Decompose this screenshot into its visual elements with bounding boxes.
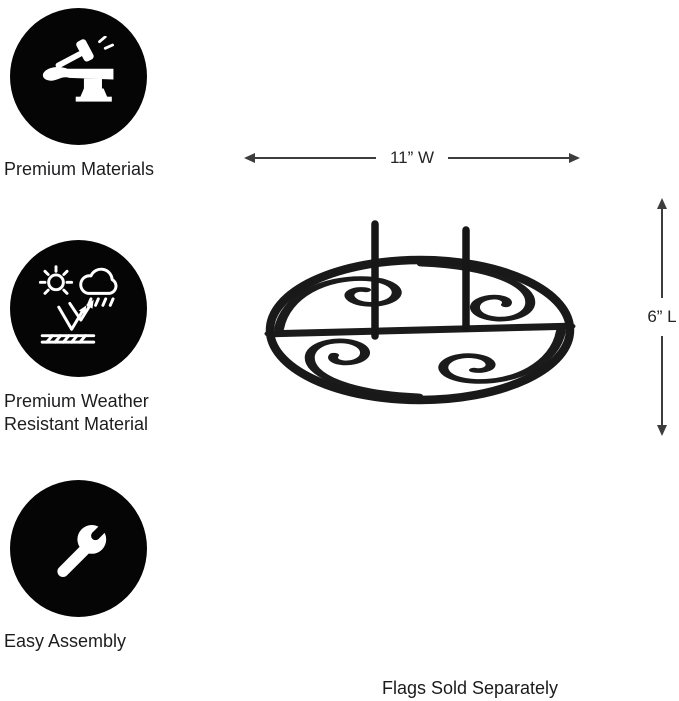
dimension-line: [661, 209, 663, 298]
flag-holder-base-image: [264, 220, 576, 405]
arrowhead-left-icon: [244, 153, 255, 163]
weather-resistant-icon: [38, 264, 117, 344]
feature-weather-resistant: Premium Weather Resistant Material: [4, 240, 194, 437]
feature-easy-assembly: Easy Assembly: [4, 480, 194, 653]
width-dimension-label: 11” W: [389, 148, 435, 167]
dimension-line: [661, 336, 663, 425]
feature-icon-circle: [10, 480, 147, 617]
feature-label: Premium Weather Resistant Material: [4, 391, 149, 435]
arrowhead-right-icon: [569, 153, 581, 163]
base-rim: [265, 255, 575, 405]
arrowhead-up-icon: [657, 198, 667, 209]
dimension-line: [255, 157, 376, 159]
dimension-line: [448, 157, 570, 159]
base-center-bar: [264, 322, 576, 338]
feature-icon-circle: [10, 8, 147, 145]
arrowhead-down-icon: [657, 425, 667, 436]
feature-label: Easy Assembly: [4, 631, 127, 651]
length-dimension-arrow: 6” L: [644, 198, 679, 436]
length-dimension-label: 6” L: [647, 307, 677, 326]
feature-label: Premium Materials: [4, 159, 155, 179]
flags-sold-separately-note: Flags Sold Separately: [381, 678, 559, 698]
anvil-hammer-icon: [42, 35, 114, 102]
feature-icon-circle: [10, 240, 147, 377]
wrench-icon: [56, 516, 114, 577]
feature-premium-materials: Premium Materials: [4, 8, 194, 181]
width-dimension-arrow: 11” W: [244, 147, 581, 169]
